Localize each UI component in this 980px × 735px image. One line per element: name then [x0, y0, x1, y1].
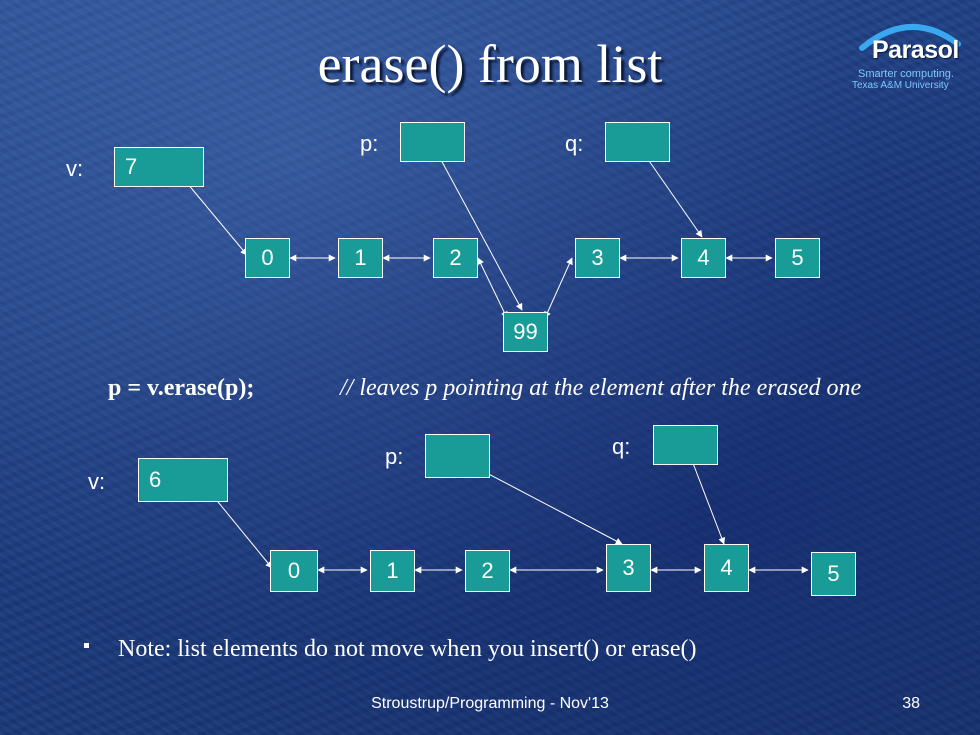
parasol-logo: Parasol Smarter computing. Texas A&M Uni…: [850, 14, 970, 94]
page-number: 38: [902, 695, 920, 712]
node-value: 5: [791, 245, 804, 270]
before-link-2-99: [477, 257, 508, 319]
before-p-box: [400, 122, 465, 162]
before-erased-node: 99: [503, 312, 548, 352]
node-value: 0: [287, 558, 301, 583]
node-value: 4: [720, 555, 733, 580]
slide-title: erase() from list: [317, 34, 663, 94]
after-node: 5: [811, 552, 856, 596]
before-v-size: 7: [125, 154, 138, 179]
node-value: 3: [622, 555, 635, 580]
after-node: 1: [370, 550, 415, 592]
before-node: 1: [338, 238, 383, 278]
node-value: 99: [513, 319, 538, 344]
node-value: 2: [481, 558, 494, 583]
after-p-label: p:: [385, 444, 404, 469]
logo-name: Parasol: [872, 36, 959, 64]
before-q-box: [605, 122, 670, 162]
after-v-box: 6: [138, 458, 228, 502]
before-p-label: p:: [360, 131, 379, 156]
logo-institution: Texas A&M University: [852, 80, 949, 91]
node-value: 4: [697, 245, 710, 270]
node-value: 2: [449, 245, 462, 270]
after-node: 4: [704, 544, 749, 592]
before-p-pointer: [432, 144, 523, 311]
after-node: 3: [606, 544, 651, 592]
logo-arc-icon: [859, 23, 961, 51]
after-v-label: v:: [88, 469, 106, 494]
before-node: 4: [681, 238, 726, 278]
before-v-label: v:: [66, 156, 84, 181]
after-node: 2: [465, 550, 510, 592]
node-value: 5: [827, 561, 840, 586]
logo-tagline: Smarter computing.: [858, 68, 954, 80]
node-value: 3: [591, 245, 604, 270]
before-v-box: 7: [114, 147, 204, 187]
before-node: 0: [245, 238, 290, 278]
note-bullet-icon: [84, 643, 89, 648]
before-node: 5: [775, 238, 820, 278]
before-node: 2: [433, 238, 478, 278]
before-link-99-3: [544, 257, 573, 319]
before-q-label: q:: [565, 131, 584, 156]
note-text: Note: list elements do not move when you…: [118, 636, 697, 662]
code-comment: // leaves p pointing at the element afte…: [340, 375, 862, 401]
footer-text: Stroustrup/Programming - Nov'13: [371, 695, 609, 712]
after-q-label: q:: [612, 434, 631, 459]
after-q-box: [653, 425, 718, 465]
after-v-size: 6: [149, 467, 162, 492]
node-value: 1: [386, 558, 399, 583]
before-node: 3: [575, 238, 620, 278]
node-value: 0: [261, 245, 274, 270]
node-value: 1: [354, 245, 367, 270]
code-statement: p = v.erase(p);: [108, 375, 255, 401]
after-node: 0: [270, 550, 318, 592]
after-p-box: [425, 434, 490, 478]
